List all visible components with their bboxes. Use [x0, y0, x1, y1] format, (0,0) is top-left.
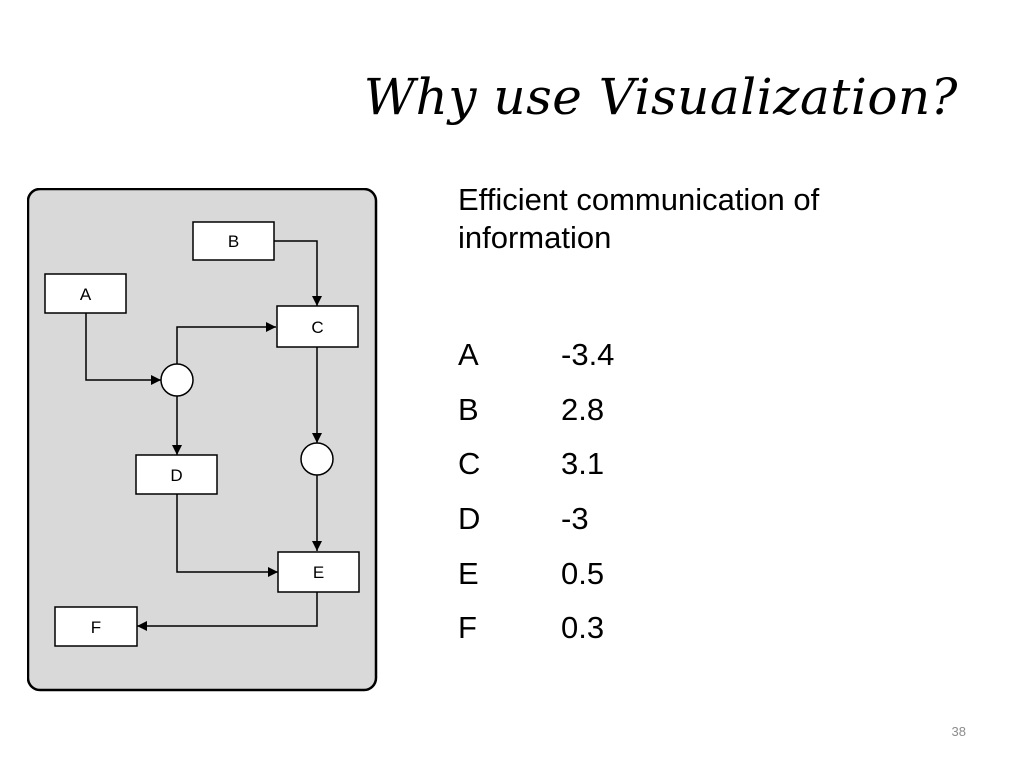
value-row: B 2.8 [458, 383, 614, 438]
slide-title: Why use Visualization? [363, 68, 958, 126]
value-number: 3.1 [561, 446, 605, 482]
value-key: D [458, 501, 481, 537]
intro-text: Efficient communication of information [458, 182, 820, 255]
value-key: A [458, 337, 479, 373]
value-row: C 3.1 [458, 437, 614, 492]
value-list: A -3.4 B 2.8 C 3.1 D -3 E 0.5 F 0.3 [458, 328, 614, 656]
value-key: F [458, 610, 477, 646]
value-key: C [458, 446, 481, 482]
node-a-label: A [80, 285, 92, 304]
node-e-label: E [313, 563, 324, 582]
edge-e-f [137, 592, 318, 631]
node-d-label: D [170, 466, 182, 485]
page-number: 38 [951, 724, 966, 739]
junction-node [300, 442, 334, 476]
flow-diagram-svg: B A C D E F [27, 188, 378, 692]
flow-diagram: B A C D E F [27, 188, 378, 692]
edge-j1-c [176, 322, 276, 364]
edge-a-j1 [85, 313, 161, 385]
node-a: A [44, 273, 127, 314]
node-b: B [192, 221, 275, 261]
value-number: -3 [561, 501, 589, 537]
value-number: 0.5 [561, 555, 605, 591]
node-b-label: B [228, 232, 239, 251]
value-key: E [458, 555, 479, 591]
value-number: 2.8 [561, 391, 605, 427]
node-c-label: C [311, 318, 323, 337]
value-row: D -3 [458, 492, 614, 547]
value-number: 0.3 [561, 610, 605, 646]
value-number: -3.4 [561, 337, 615, 373]
node-d: D [135, 454, 218, 495]
value-key: B [458, 391, 479, 427]
edge-b-c [274, 240, 322, 306]
value-row: F 0.3 [458, 601, 614, 656]
node-e: E [277, 551, 360, 593]
junction-node [160, 363, 194, 397]
value-row: A -3.4 [458, 328, 614, 383]
node-f-label: F [91, 618, 101, 637]
value-row: E 0.5 [458, 546, 614, 601]
node-f: F [54, 606, 138, 647]
node-c: C [276, 305, 359, 348]
edge-d-e [176, 494, 278, 577]
